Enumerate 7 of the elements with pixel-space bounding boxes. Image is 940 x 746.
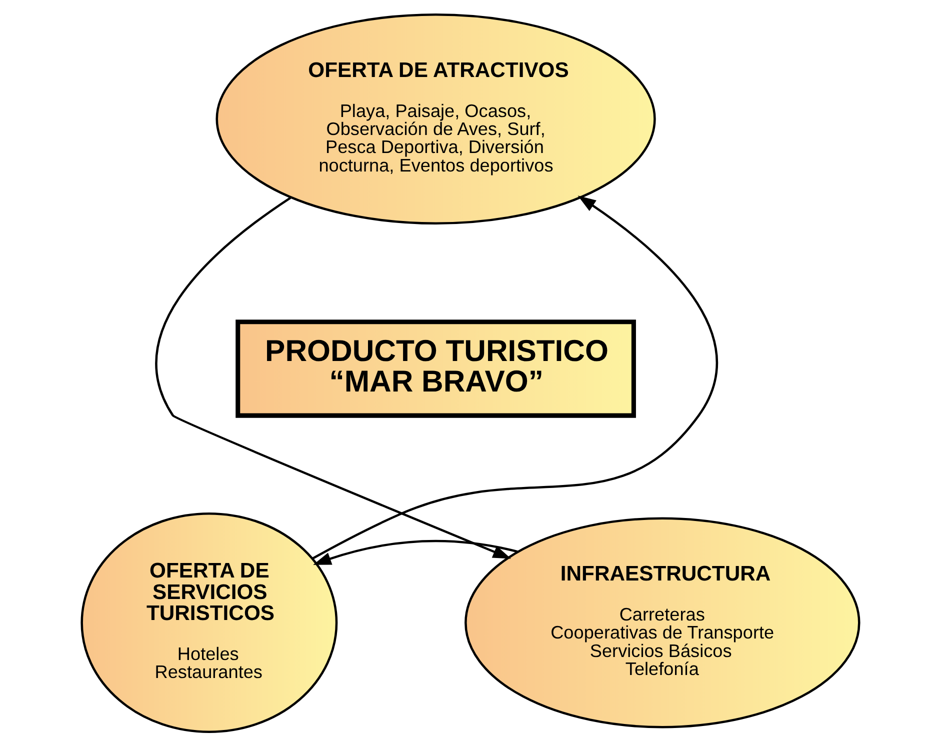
arrow <box>155 196 511 559</box>
arrow <box>311 196 718 560</box>
node-ellipse: OFERTA DE ATRACTIVOS Playa, Paisaje, Ocasos, Observación de Aves, Surf, Pesca Deportiva, Diversión nocturna, Eventos deportivos <box>215 13 656 224</box>
node-ellipse: INFRAESTRUCTURA Carreteras Cooperativas de Transporte Servicios Básicos Telefonía <box>464 517 860 728</box>
node-box: PRODUCTO TURISTICO “MAR BRAVO” <box>235 320 636 418</box>
arrow <box>312 540 518 565</box>
node-ellipse: OFERTA DE SERVICIOS TURISTICOS Hoteles Restaurantes <box>80 512 338 734</box>
